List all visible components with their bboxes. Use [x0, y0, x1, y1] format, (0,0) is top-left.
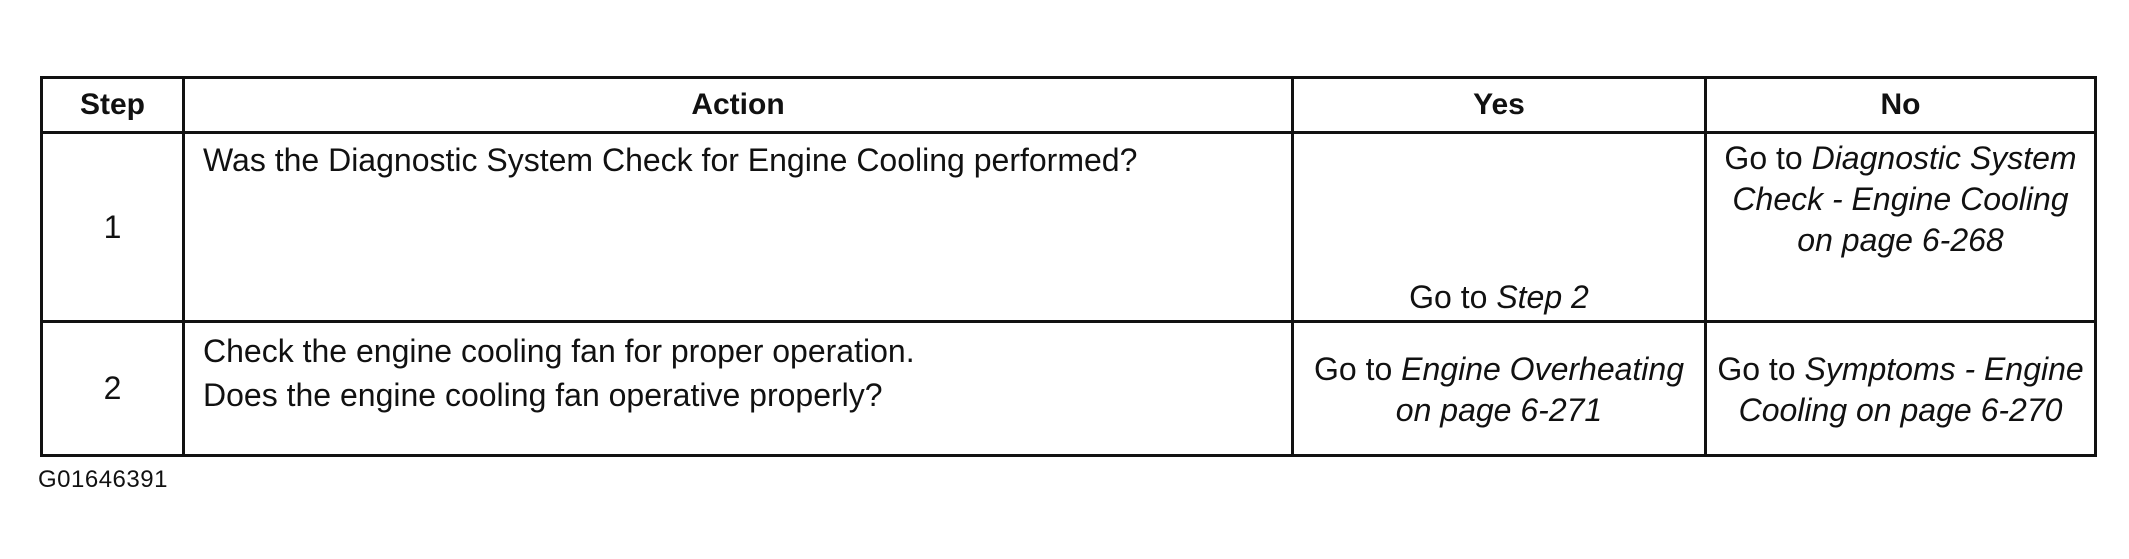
action-cell: Was the Diagnostic System Check for Engi… [182, 131, 1294, 323]
action-cell: Check the engine cooling fan for proper … [182, 320, 1294, 457]
header-action: Action [182, 76, 1294, 134]
action-text: Check the engine cooling fan for proper … [203, 333, 915, 369]
figure-id: G01646391 [38, 466, 168, 493]
table-row: 1 Was the Diagnostic System Check for En… [40, 131, 2097, 323]
yes-reference-link[interactable]: Engine Overheating on page 6-271 [1395, 350, 1684, 428]
step-number: 1 [40, 131, 185, 323]
step-number: 2 [40, 320, 185, 457]
no-prefix: Go to [1717, 350, 1805, 387]
header-step: Step [40, 76, 185, 134]
yes-cell: Go to Step 2 [1291, 131, 1707, 323]
yes-prefix: Go to [1313, 350, 1402, 387]
diagnostic-table: Step Action Yes No 1 Was the Diagnostic … [40, 76, 2097, 457]
yes-cell: Go to Engine Overheating on page 6-271 [1291, 320, 1707, 457]
header-no: No [1704, 76, 2097, 134]
header-yes: Yes [1291, 76, 1707, 134]
no-cell: Go to Diagnostic System Check - Engine C… [1704, 131, 2097, 323]
no-reference-link[interactable]: Diagnostic System Check - Engine Cooling… [1732, 140, 2077, 258]
table-row: 2 Check the engine cooling fan for prope… [40, 320, 2097, 457]
action-text: Was the Diagnostic System Check for Engi… [203, 142, 1138, 178]
no-prefix: Go to [1724, 140, 1812, 176]
yes-reference-link[interactable]: Step 2 [1496, 279, 1589, 315]
table-header-row: Step Action Yes No [40, 76, 2097, 134]
no-cell: Go to Symptoms - Engine Cooling on page … [1704, 320, 2097, 457]
yes-prefix: Go to [1409, 279, 1497, 315]
action-question: Does the engine cooling fan operative pr… [203, 377, 883, 413]
no-reference-link[interactable]: Symptoms - Engine Cooling on page 6-270 [1738, 350, 2084, 428]
